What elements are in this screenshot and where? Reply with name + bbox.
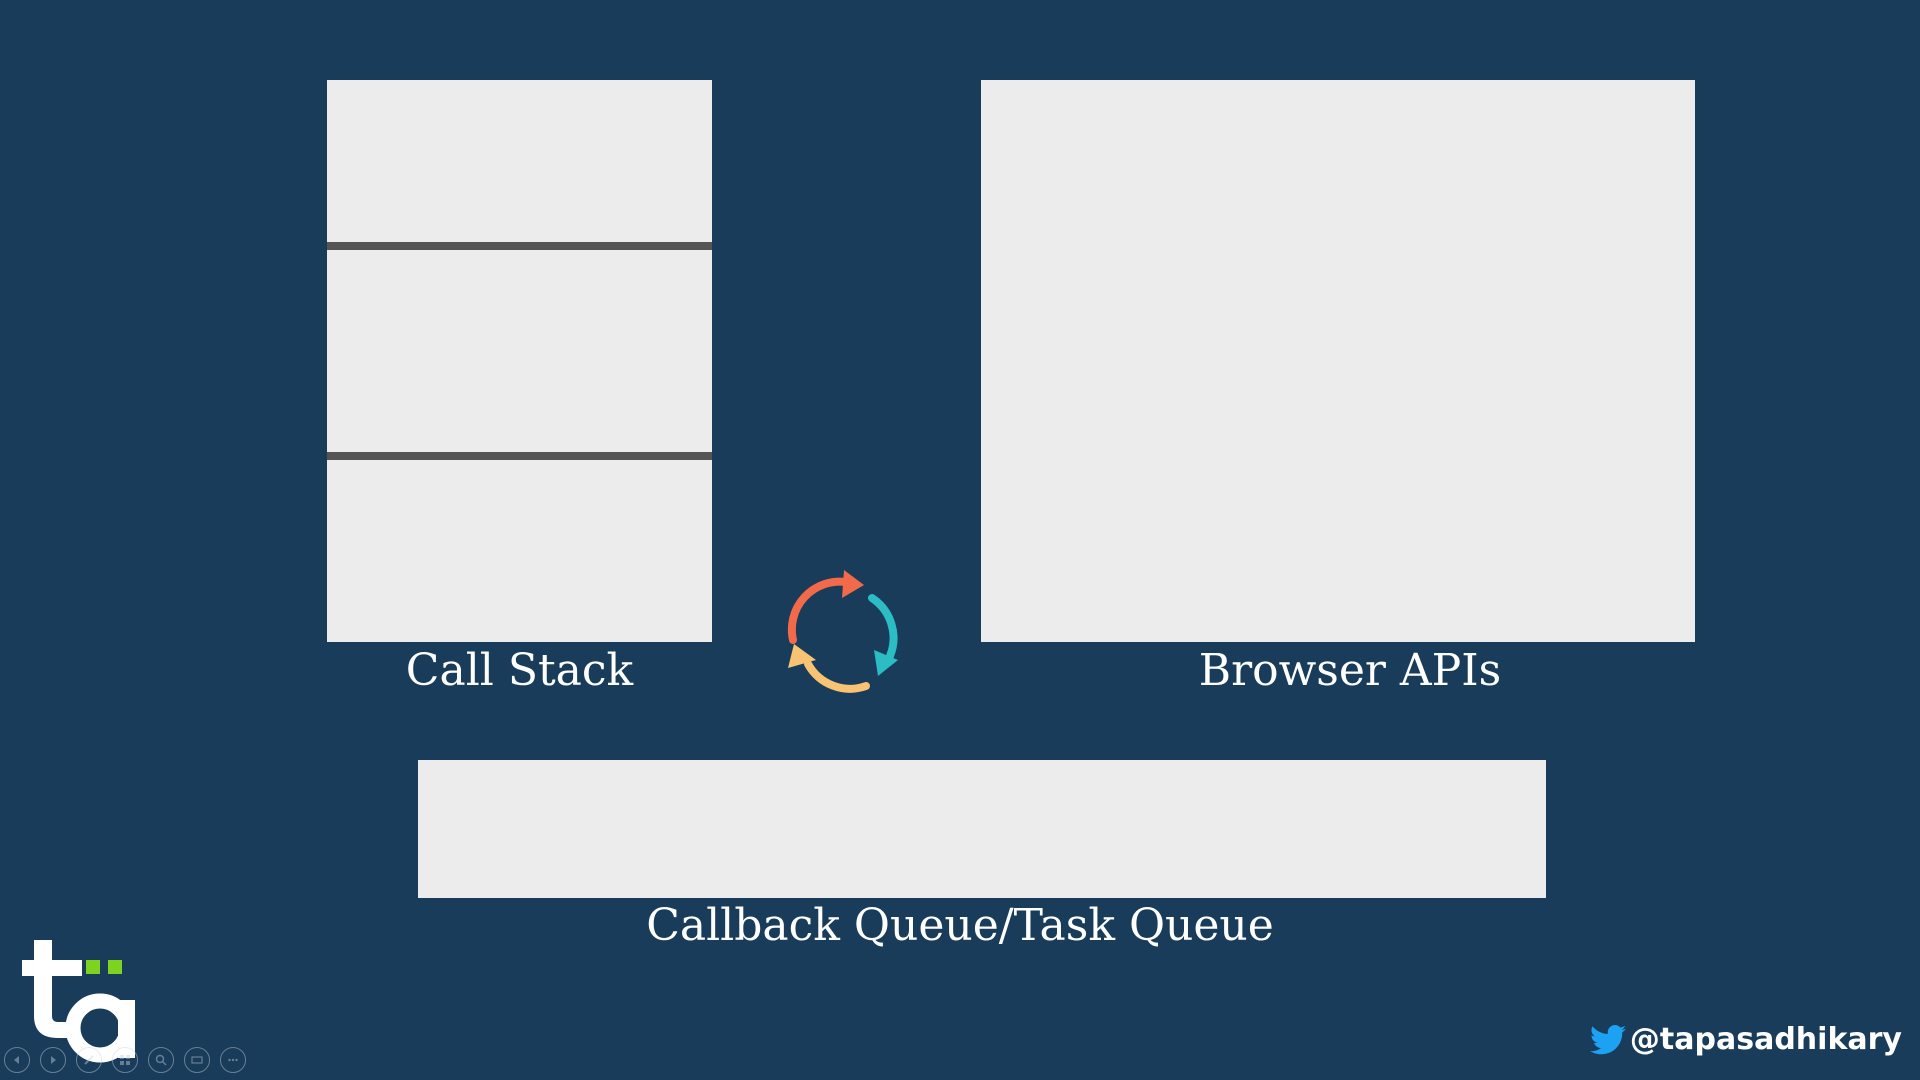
twitter-handle-text: @tapasadhikary	[1629, 1022, 1902, 1057]
browser-apis-label: Browser APIs	[1198, 645, 1502, 696]
brand-logo	[22, 940, 135, 1063]
twitter-bird-icon	[1589, 1025, 1626, 1055]
previous-slide-icon[interactable]	[4, 1047, 30, 1073]
stack-divider	[327, 452, 712, 460]
callback-queue-panel	[418, 760, 1546, 898]
callback-queue-label: Callback Queue/Task Queue	[646, 900, 1274, 951]
browser-apis-panel	[981, 80, 1695, 642]
slideshow-controls	[4, 1047, 246, 1073]
next-slide-icon[interactable]	[40, 1047, 66, 1073]
zoom-icon[interactable]	[148, 1047, 174, 1073]
subtitles-icon[interactable]	[184, 1047, 210, 1073]
pen-icon[interactable]	[76, 1047, 102, 1073]
more-options-icon[interactable]	[220, 1047, 246, 1073]
call-stack-panel	[327, 80, 712, 642]
stack-divider	[327, 242, 712, 250]
slides-overview-icon[interactable]	[112, 1047, 138, 1073]
cycle-arrows-icon	[787, 570, 898, 693]
call-stack-label: Call Stack	[405, 645, 634, 696]
twitter-handle: @tapasadhikary	[1589, 1022, 1902, 1057]
